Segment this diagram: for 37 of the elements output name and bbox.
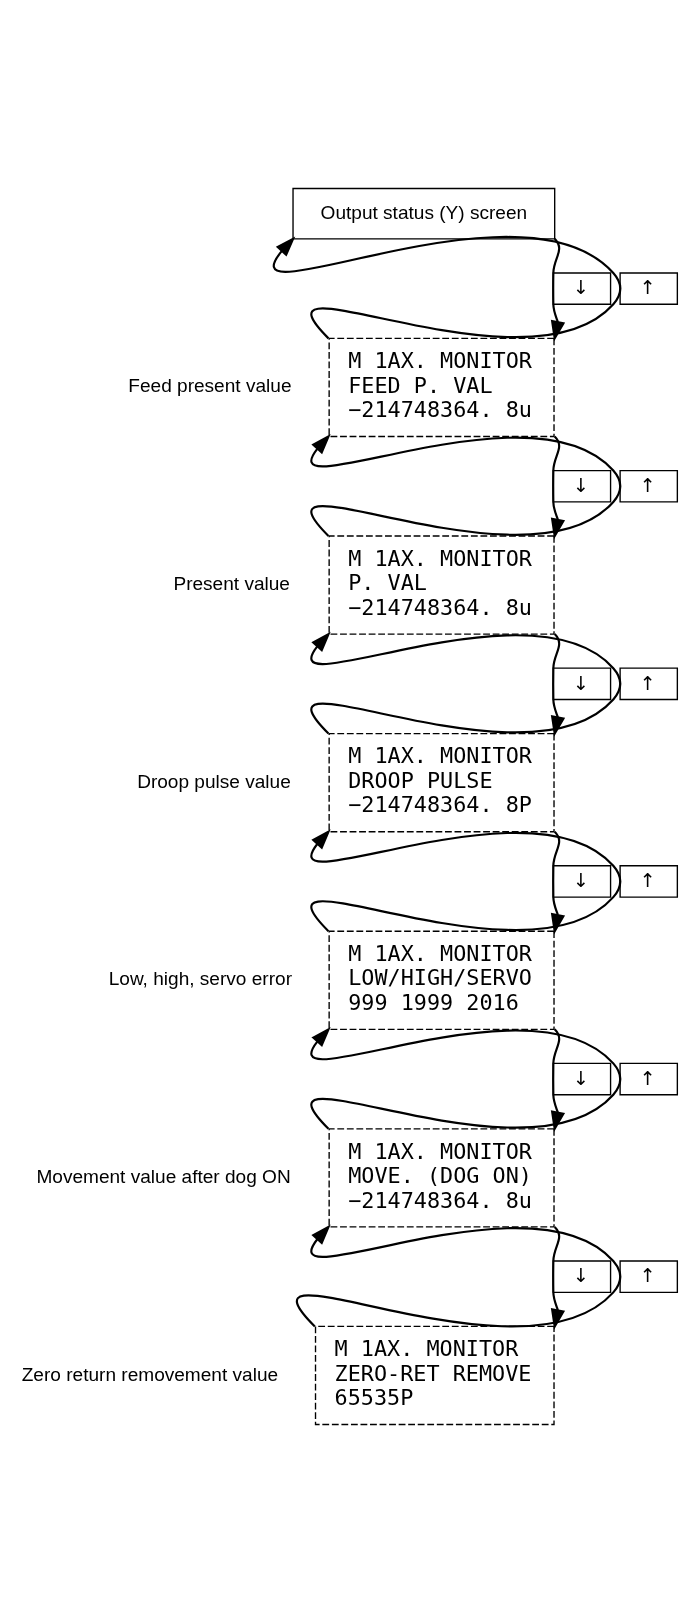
node-box: M 1AX. MONITOR DROOP PULSE −214748364. 8P xyxy=(328,732,555,832)
node-label: Movement value after dog ON xyxy=(36,1165,291,1187)
edge-label: ↓ xyxy=(573,1066,590,1089)
edge-label: ↑ xyxy=(639,275,656,298)
edge-label: ↑ xyxy=(639,473,656,496)
edge-label: ↓ xyxy=(573,868,590,891)
arrow xyxy=(550,1028,566,1132)
edge-label: ↓ xyxy=(573,671,590,694)
node-label: Zero return removement value xyxy=(21,1363,279,1385)
arrow xyxy=(273,235,622,339)
edge-label: ↑ xyxy=(639,1066,656,1089)
arrow xyxy=(550,435,566,539)
edge-label: ↑ xyxy=(639,868,656,891)
node-box: Output status (Y) screen xyxy=(292,187,556,240)
arrow xyxy=(550,237,566,342)
arrow xyxy=(311,433,622,537)
arrow xyxy=(550,1225,566,1330)
node-label: Feed present value xyxy=(128,374,292,396)
edge-label: ↓ xyxy=(573,473,590,496)
node-label: Present value xyxy=(173,572,290,594)
node-label: Droop pulse value xyxy=(137,770,291,792)
arrow xyxy=(297,1224,622,1327)
arrow xyxy=(311,1026,622,1129)
edge-label: ↓ xyxy=(573,275,590,298)
arrow xyxy=(311,631,622,734)
arrow xyxy=(550,632,566,737)
node-box: M 1AX. MONITOR LOW/HIGH/SERVO 999 1999 2016 xyxy=(328,930,555,1030)
node-box: M 1AX. MONITOR MOVE. (DOG ON) −214748364. 8u xyxy=(328,1127,555,1228)
edge-label: ↑ xyxy=(639,671,656,694)
node-box: M 1AX. MONITOR P. VAL −214748364. 8u xyxy=(328,534,555,635)
node-box: M 1AX. MONITOR ZERO-RET REMOVE 65535P xyxy=(314,1325,555,1425)
node-label: Low, high, servo error xyxy=(108,967,293,989)
node-box: M 1AX. MONITOR FEED P. VAL −214748364. 8u xyxy=(328,337,555,437)
arrow xyxy=(550,830,566,934)
arrow xyxy=(311,828,622,932)
edge-label: ↑ xyxy=(639,1263,656,1286)
edge-label: ↓ xyxy=(573,1263,590,1286)
